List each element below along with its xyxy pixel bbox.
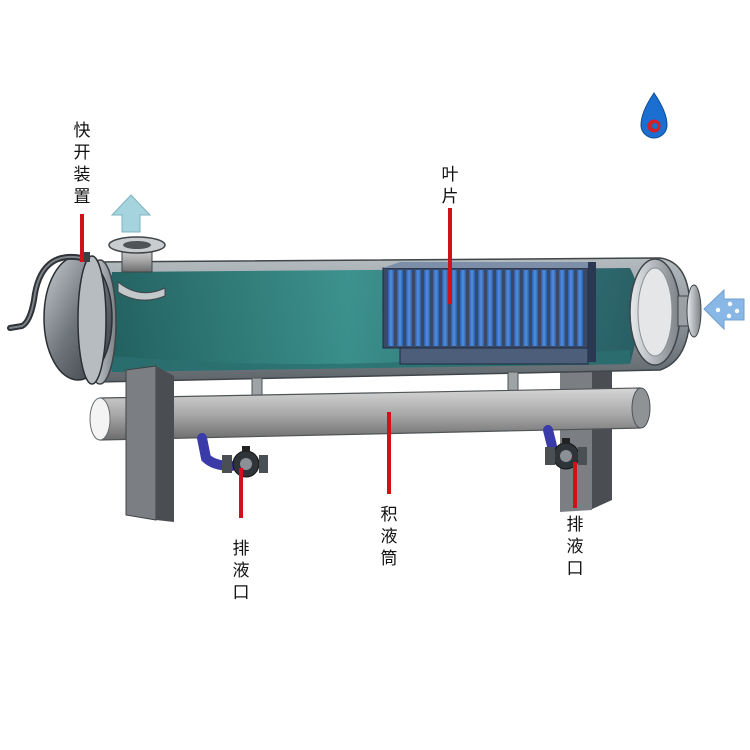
blade-slat [550,270,556,346]
drain-valve-right [543,425,587,470]
support-leg-left [125,365,174,522]
blade-lines [388,270,583,346]
blade-slat [415,270,421,346]
blade-slat [478,270,484,346]
drain-valve-left [197,433,268,478]
blade-slat [469,270,475,346]
blade-slat [487,270,493,346]
blade-slat [424,270,430,346]
blade-slat [397,270,403,346]
blade-pack [382,262,596,365]
label-quick-open-device: 快开装置 [73,121,91,207]
blade-slat [559,270,565,346]
blade-slat [532,270,538,346]
liquid-collecting-cylinder [89,371,651,441]
blade-slat [514,270,520,346]
blade-slat [460,270,466,346]
outlet-nozzle [108,236,166,301]
blade-slat [442,270,448,346]
leader-lines [80,208,577,518]
label-liquid-collecting-cylinder: 积液筒 [380,505,398,569]
leader-line-drain-left [239,468,243,518]
blade-slat [568,270,574,346]
blade-slat [406,270,412,346]
leader-line-drain-right [573,462,577,508]
blade-slat [505,270,511,346]
blade-slat [451,270,457,346]
blade-slat [388,270,394,346]
blade-slat [541,270,547,346]
label-drain-outlet-left: 排液口 [232,539,250,603]
blade-slat [523,270,529,346]
label-blades: 叶片 [441,165,459,207]
label-drain-outlet-right: 排液口 [566,515,584,579]
leader-line-quick-open [80,214,84,262]
leader-line-cylinder [387,412,391,494]
arrow-left-icon [703,288,745,331]
blade-slat [577,270,583,346]
quick-open-head [7,252,113,385]
blade-slat [433,270,439,346]
leader-line-blades [448,208,452,304]
water-drop-logo-icon [640,92,668,139]
arrow-up-icon [110,194,152,233]
blade-slat [496,270,502,346]
